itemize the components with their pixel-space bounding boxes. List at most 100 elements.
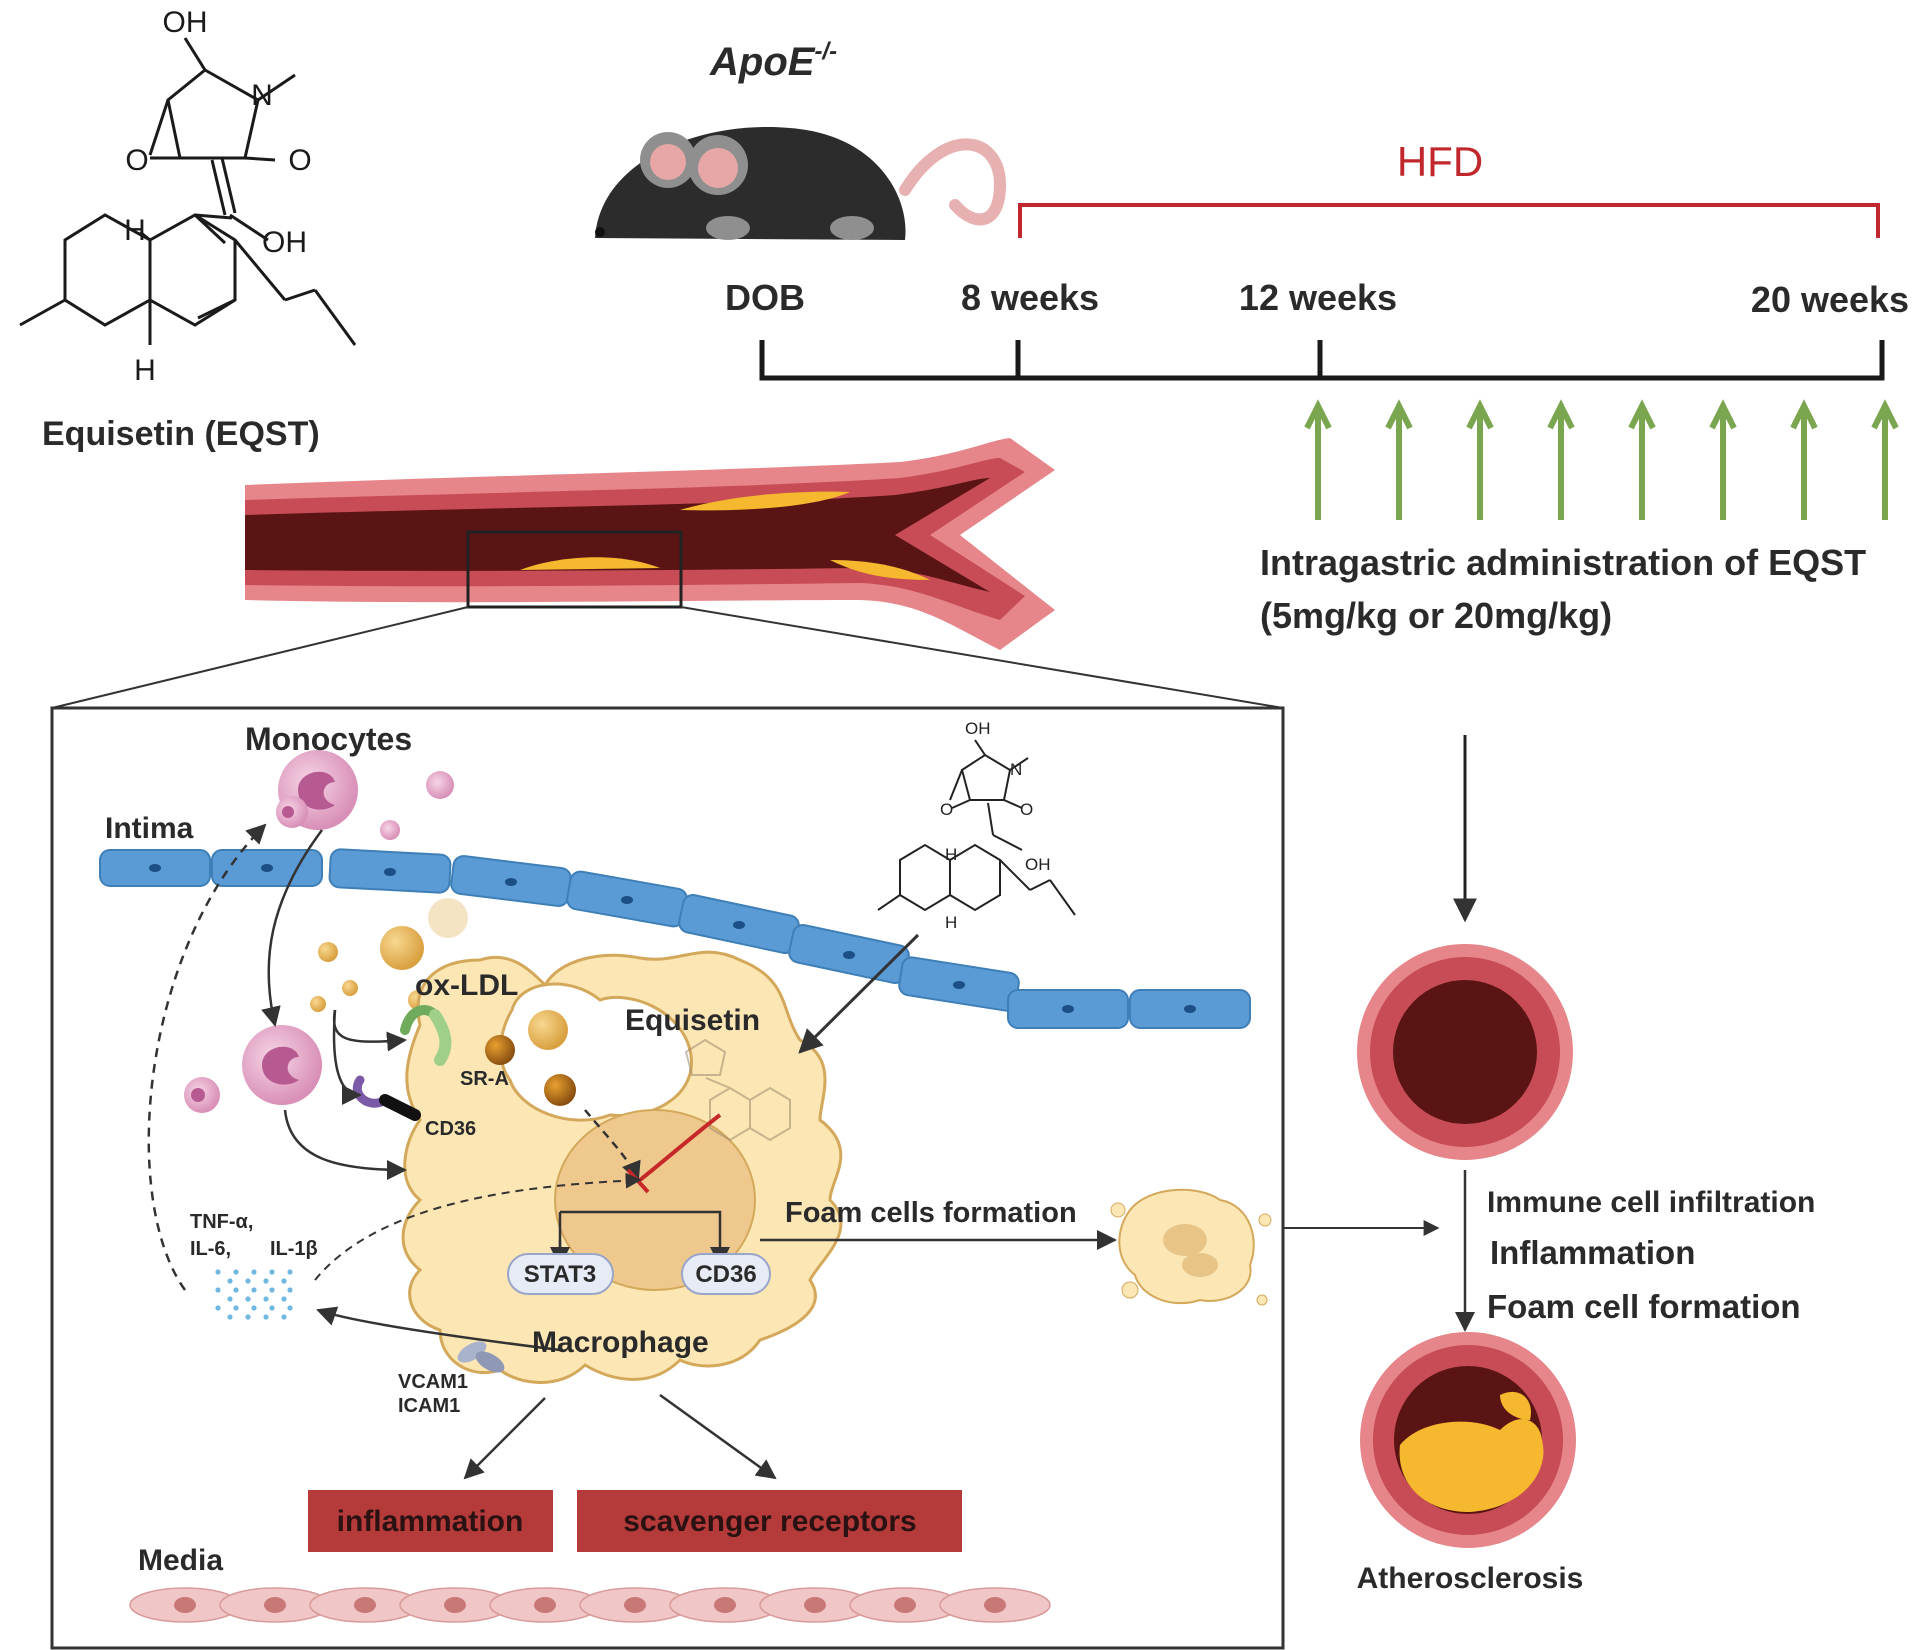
cytokine-dot	[287, 1305, 293, 1311]
small-chem-h-top: H	[945, 845, 957, 864]
admin-line-2: (5mg/kg or 20mg/kg)	[1260, 595, 1612, 636]
smooth-muscle-nucleus	[894, 1597, 916, 1613]
admin-arrow-head	[1547, 399, 1575, 430]
inhibition-arrow	[638, 1113, 722, 1182]
cytokine-dot	[269, 1305, 275, 1311]
equisetin-structure-small	[877, 739, 1076, 916]
cytokine-dot	[245, 1314, 251, 1320]
small-chem-o-right: O	[1020, 800, 1033, 819]
adhesion-molecules	[457, 1341, 505, 1373]
outcome-line-2: Inflammation	[1490, 1234, 1695, 1271]
scavenger-box	[577, 1490, 962, 1552]
small-chem-n: N	[1010, 760, 1022, 779]
cytokine-dot	[245, 1278, 251, 1284]
cytokine-dot	[287, 1269, 293, 1275]
chem-h-top: H	[124, 214, 146, 247]
stat3-pill	[507, 1253, 614, 1295]
smooth-muscle-nucleus	[804, 1597, 826, 1613]
chem-o-right: O	[288, 144, 311, 177]
chem-oh-top: OH	[163, 6, 208, 39]
small-chem-o-left: O	[940, 800, 953, 819]
smooth-muscle-nucleus	[984, 1597, 1006, 1613]
hfd-bracket	[1018, 203, 1880, 238]
il1b-label: IL-1β	[270, 1238, 318, 1260]
cytokine-dot	[251, 1269, 257, 1275]
smooth-muscle-nucleus	[354, 1597, 376, 1613]
smooth-muscle-nucleus	[624, 1597, 646, 1613]
sra-label: SR-A	[460, 1068, 509, 1090]
diseased-vessel-cross-section	[1360, 1332, 1576, 1548]
cd36-label: CD36	[695, 1261, 756, 1288]
admin-arrow-head	[1628, 399, 1656, 430]
cytokine-dot	[269, 1287, 275, 1293]
equisetin-structure-in-cell	[684, 1038, 791, 1142]
scavenger-box-label: scavenger receptors	[623, 1505, 917, 1538]
cytokine-dot	[215, 1305, 221, 1311]
cytokine-dot	[215, 1269, 221, 1275]
administration-arrows	[1304, 399, 1899, 520]
cytokine-dot	[215, 1287, 221, 1293]
smooth-muscle-nucleus	[534, 1597, 556, 1613]
outcome-line-1: Immune cell infiltration	[1487, 1186, 1815, 1219]
cytokine-dot	[263, 1278, 269, 1284]
timeline-axis	[759, 340, 1885, 381]
cytokine-dot	[233, 1305, 239, 1311]
timeline-point-dob: DOB	[725, 277, 805, 318]
icam1-label: ICAM1	[398, 1395, 460, 1417]
admin-arrow-head	[1790, 399, 1818, 430]
chem-o-left: O	[125, 144, 148, 177]
admin-line-1: Intragastric administration of EQST	[1260, 542, 1866, 583]
chem-n: N	[251, 79, 273, 112]
media-layer	[129, 1587, 1051, 1623]
cytokine-dot	[269, 1269, 275, 1275]
mouse-icon	[595, 126, 1007, 240]
cytokine-feedback-arrow	[147, 823, 267, 1291]
equisetin-structure	[19, 37, 357, 346]
tnf-label: TNF-α,	[190, 1211, 253, 1233]
cytokine-dots	[215, 1269, 293, 1320]
small-chem-oh-top: OH	[965, 719, 991, 738]
cytokine-release-arrow	[314, 1172, 642, 1281]
artery-illustration	[245, 438, 1055, 650]
small-chem-h-bottom: H	[945, 913, 957, 932]
endothelium-layer	[99, 848, 1251, 1029]
cd36-receptor-label: CD36	[425, 1118, 476, 1140]
admin-arrow-head	[1871, 399, 1899, 430]
admin-arrow-head	[1709, 399, 1737, 430]
inflammation-box	[308, 1490, 553, 1552]
cytokine-dot	[287, 1287, 293, 1293]
cytokine-dot	[263, 1314, 269, 1320]
monocyte-cluster	[184, 750, 454, 1113]
cytokine-dot	[227, 1296, 233, 1302]
nucleus	[554, 1109, 756, 1291]
cytokine-dot	[233, 1287, 239, 1293]
inflammation-box-label: inflammation	[337, 1505, 524, 1538]
cytokine-dot	[281, 1296, 287, 1302]
cytokine-dot	[251, 1305, 257, 1311]
admin-arrow-head	[1304, 399, 1332, 430]
healthy-vessel-cross-section	[1357, 944, 1573, 1160]
compound-name: Equisetin (EQST)	[42, 415, 320, 453]
chem-h-bottom: H	[134, 354, 156, 387]
admin-arrow-head	[1466, 399, 1494, 430]
inset-arrows	[261, 829, 1117, 1480]
hfd-label: HFD	[1397, 138, 1483, 185]
cytokine-dot	[281, 1314, 287, 1320]
cytokine-dot	[251, 1287, 257, 1293]
smooth-muscle-nucleus	[174, 1597, 196, 1613]
intima-label: Intima	[105, 812, 194, 845]
zoom-box	[466, 530, 683, 609]
small-chem-oh-side: OH	[1025, 855, 1051, 874]
chem-oh-side: OH	[262, 226, 307, 259]
cytokine-dot	[227, 1314, 233, 1320]
smooth-muscle-nucleus	[264, 1597, 286, 1613]
cytokine-dot	[233, 1269, 239, 1275]
outcome-line-3: Foam cell formation	[1487, 1288, 1801, 1325]
cytokine-dot	[263, 1296, 269, 1302]
ox-ldl-particles	[310, 898, 468, 1012]
cytokine-dot	[227, 1278, 233, 1284]
foam-cell	[1110, 1188, 1272, 1306]
timeline-point-8w: 8 weeks	[961, 277, 1099, 318]
monocytes-label: Monocytes	[245, 721, 412, 757]
